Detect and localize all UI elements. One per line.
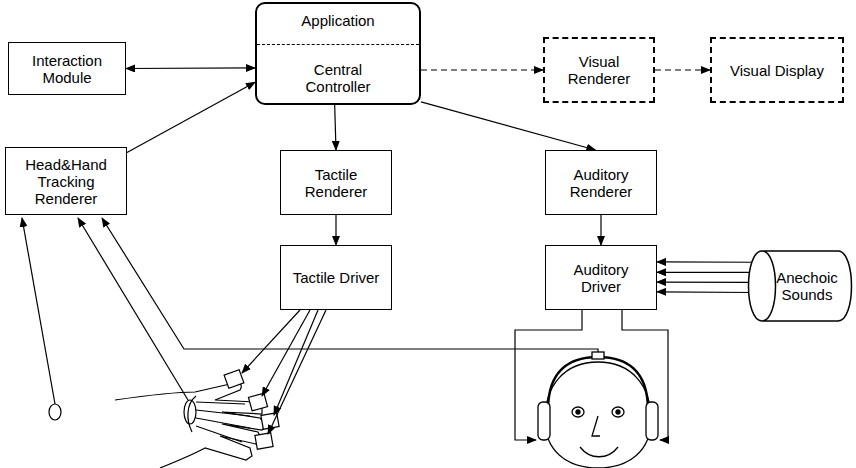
- node-label: Anechoic Sounds: [772, 269, 842, 303]
- connector-arrow: [127, 82, 255, 152]
- connector-arrow: [657, 281, 750, 283]
- node-label: Central Controller: [283, 61, 393, 95]
- connector-arrow: [335, 105, 336, 150]
- node-label: Auditory Renderer: [556, 166, 646, 200]
- node-label: Interaction Module: [17, 52, 117, 86]
- node-label: Auditory Driver: [556, 261, 646, 295]
- display-box: Visual Display: [710, 37, 844, 103]
- connector-arrow: [600, 215, 601, 245]
- controller-box: ApplicationCentral Controller: [255, 2, 421, 105]
- driver-box: Tactile Driver: [280, 245, 392, 310]
- tracking-box: Head&Hand Tracking Renderer: [5, 147, 127, 215]
- connector-arrow: [421, 102, 595, 150]
- hand-figure: [49, 382, 266, 468]
- node-label: Tactile Renderer: [291, 166, 381, 200]
- actuator-wire: [242, 310, 326, 434]
- renderer-box: Visual Renderer: [543, 37, 655, 103]
- connector-arrow: [657, 291, 755, 293]
- node-label: Visual Display: [730, 62, 824, 79]
- connector-arrow: [655, 69, 710, 70]
- driver-box: Auditory Driver: [545, 245, 657, 310]
- tracker-wire: [22, 218, 598, 404]
- renderer-box: Auditory Renderer: [545, 150, 657, 215]
- headphone-wire: [515, 310, 668, 440]
- module-box: Interaction Module: [8, 42, 126, 95]
- connector-arrow: [421, 69, 543, 70]
- connector-arrow: [126, 67, 255, 69]
- node-label: Application: [301, 12, 374, 29]
- sound-store: Anechoic Sounds: [748, 250, 852, 322]
- node-label: Visual Renderer: [554, 53, 644, 87]
- listener-head: [538, 352, 658, 468]
- node-label: Tactile Driver: [293, 269, 380, 286]
- node-label: Head&Hand Tracking Renderer: [11, 156, 121, 207]
- tactile-actuator: [224, 370, 279, 450]
- connector-arrow: [657, 261, 755, 263]
- connector-arrow: [657, 272, 750, 273]
- connector-arrow: [335, 215, 336, 245]
- divider: [257, 44, 419, 45]
- renderer-box: Tactile Renderer: [280, 150, 392, 215]
